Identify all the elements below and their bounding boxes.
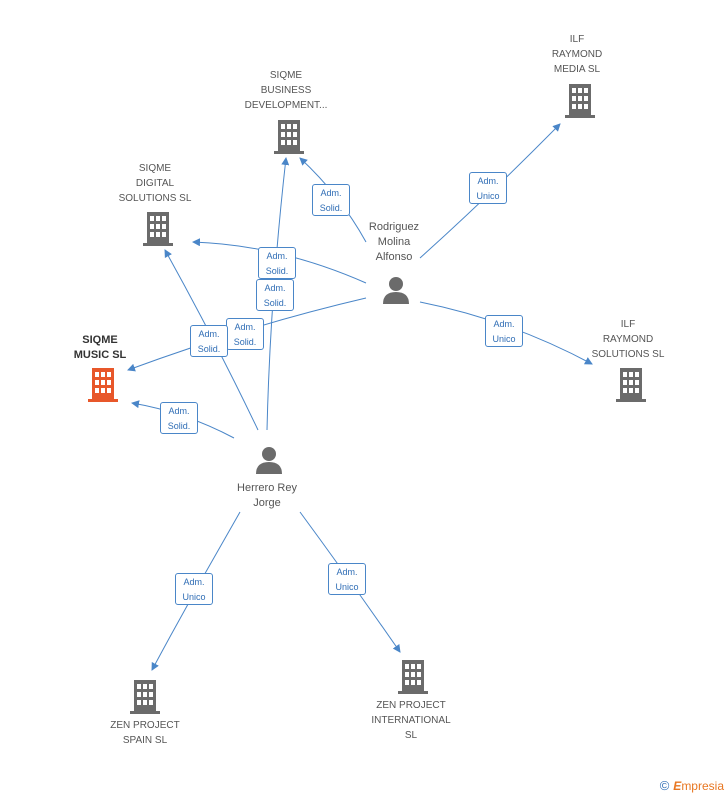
node-label-siqme-music[interactable]: SIQME MUSIC SL	[73, 334, 127, 361]
brand-letter: E	[673, 779, 682, 793]
node-label-rodriguez[interactable]: Rodriguez Molina Alfonso	[368, 221, 420, 263]
node-label-herrero[interactable]: Herrero Rey Jorge	[237, 482, 297, 509]
edge-label-adm-unico: Adm. Unico	[469, 172, 507, 204]
building-icon-ilf-media[interactable]	[565, 84, 595, 118]
edge-label-adm-solid: Adm. Solid.	[258, 247, 296, 279]
edge-label-adm-solid: Adm. Solid.	[160, 402, 198, 434]
edge-label-adm-unico: Adm. Unico	[328, 563, 366, 595]
node-label-ilf-media[interactable]: ILF RAYMOND MEDIA SL	[551, 34, 603, 75]
building-icon-siqme-business[interactable]	[274, 120, 304, 154]
edge-label-adm-solid: Adm. Solid.	[190, 325, 228, 357]
edge-label-adm-solid: Adm. Solid.	[256, 279, 294, 311]
edge-label-adm-unico: Adm. Unico	[485, 315, 523, 347]
brand-name: mpresia	[681, 779, 724, 793]
building-icon-siqme-music[interactable]	[88, 368, 118, 402]
node-label-siqme-digital[interactable]: SIQME DIGITAL SOLUTIONS SL	[118, 163, 192, 204]
person-icon-rodriguez[interactable]	[381, 276, 411, 304]
node-label-zen-spain[interactable]: ZEN PROJECT SPAIN SL	[110, 720, 180, 746]
building-icon-zen-spain[interactable]	[130, 680, 160, 714]
node-label-zen-international[interactable]: ZEN PROJECT INTERNATIONAL SL	[371, 700, 451, 741]
edge-label-adm-solid: Adm. Solid.	[312, 184, 350, 216]
building-icon-zen-international[interactable]	[398, 660, 428, 694]
node-label-siqme-business[interactable]: SIQME BUSINESS DEVELOPMENT...	[244, 70, 328, 111]
person-icon-herrero[interactable]	[254, 446, 284, 474]
edge-label-adm-solid: Adm. Solid.	[226, 318, 264, 350]
node-label-ilf-solutions[interactable]: ILF RAYMOND SOLUTIONS SL	[591, 319, 665, 360]
copyright-icon: ©	[659, 778, 670, 793]
edge-label-adm-unico: Adm. Unico	[175, 573, 213, 605]
brand-footer: ©Empresia	[660, 778, 724, 793]
building-icon-ilf-solutions[interactable]	[616, 368, 646, 402]
building-icon-siqme-digital[interactable]	[143, 212, 173, 246]
